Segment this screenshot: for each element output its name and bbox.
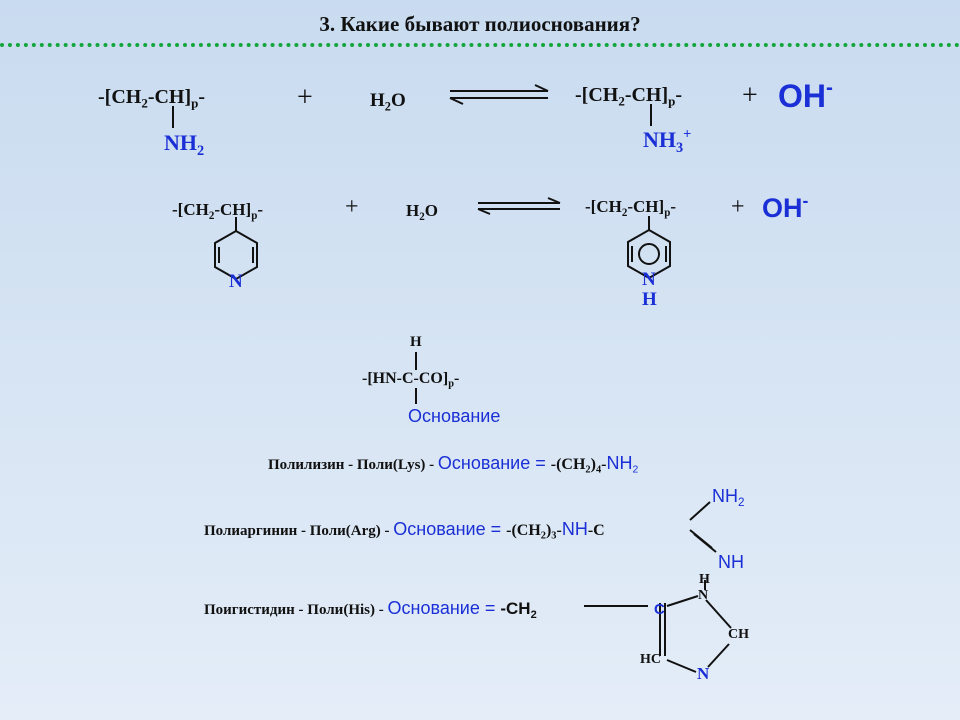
base-label: Основание = [387,598,501,618]
polyarginine-row: Полиаргинин - Поли(Arg) - Основание = -(… [204,519,605,542]
bond-line [689,501,711,521]
polylysine-name: Полилизин - Поли(Lys) - [268,457,438,473]
hydroxide-ion: OH- [778,76,833,114]
pyridinium-ring [627,228,671,280]
plus-sign: + [742,80,758,111]
polyhistidine-name: Поигистидин - Поли(His) - [204,602,388,618]
base-label: Основание = [437,453,551,473]
pyridinium-chain: -[CH2-CH]p- [585,197,677,219]
plus-sign: + [297,82,313,113]
guanidine-imino: NH [718,552,744,572]
ammonium-group: NH3+ [643,126,692,156]
polyvinylamine-chain: -[CH2-CH]p- [98,86,206,111]
positive-charge-circle [638,243,660,265]
imidazole-n1: N [698,588,709,603]
pyridinium-nitrogen: N [642,269,656,290]
plus-sign: + [731,194,745,220]
guanidine-amino: NH2 [712,486,745,510]
pyridinium-hydrogen: H [642,289,657,310]
plus-sign: + [345,194,359,220]
polyhistidine-row: Поигистидин - Поли(His) - Основание = -C… [204,598,537,621]
alpha-hydrogen: H [410,334,422,350]
polylysine-row: Полилизин - Поли(Lys) - Основание = -(CH… [268,453,639,476]
imidazole-hc: HC [640,652,661,667]
peptide-chain: -[HN-C-CO]p- [362,370,460,390]
amine-group: NH2 [164,130,205,159]
imidazole-c: C [654,601,665,618]
pyridine-ring [214,229,258,281]
imidazole-hydrogen: H [699,572,710,587]
dotted-separator [0,43,960,47]
base-label: Основание = [393,519,507,539]
slide-title: 3. Какие бывают полиоснования? [319,12,641,36]
imidazole-n3: N [697,664,710,683]
protonated-chain: -[CH2-CH]p- [575,84,683,109]
imidazole-ch: CH [728,627,749,642]
water-molecule: H2O [406,201,438,223]
water-molecule: H2O [370,90,406,114]
hydroxide-ion: OH- [762,190,809,223]
polyarginine-name: Полиаргинин - Поли(Arg) - [204,523,394,539]
polyvinylpyridine-chain: -[CH2-CH]p- [172,200,264,222]
base-label: Основание [408,406,501,426]
histidine-formula: -CH2 [500,599,537,621]
lysine-formula: -(CH2)4-NH2 [550,453,639,476]
arginine-formula: -(CH2)3-NH-C [506,519,605,542]
pyridine-nitrogen: N [229,271,243,292]
